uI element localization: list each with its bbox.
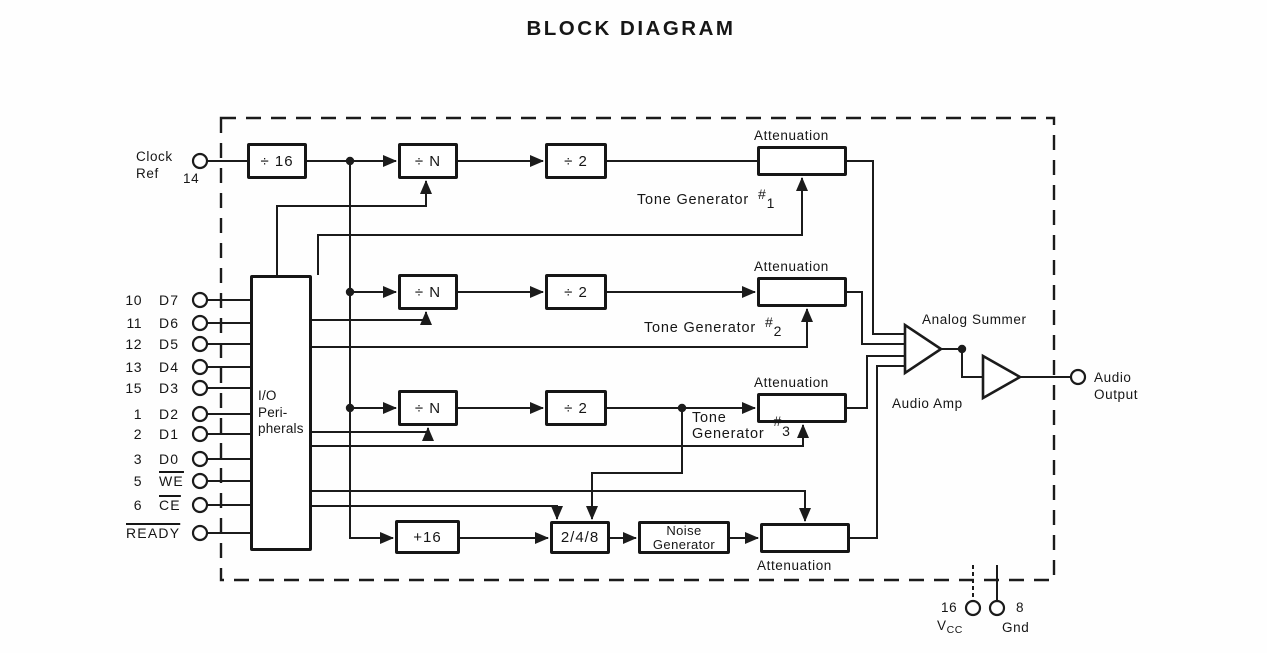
clock-ref-pin-number: 14 — [183, 171, 200, 186]
pin-label: D3 — [159, 380, 180, 396]
pin-row-ready: READY — [126, 523, 180, 543]
pin-row-d4: 13 D4 — [116, 357, 179, 377]
attenuation-label-1: Attenuation — [754, 128, 829, 143]
attenuation-block-3 — [757, 393, 847, 423]
pin-label: D5 — [159, 336, 180, 352]
divide-by-2-block-2: ÷ 2 — [545, 274, 607, 310]
divide-by-2-block-3: ÷ 2 — [545, 390, 607, 426]
clock-distribution-line — [349, 161, 394, 544]
pin-row-d3: 15 D3 — [116, 378, 179, 398]
clock-ref-label: Clock Ref — [136, 149, 173, 181]
divide-by-2-block-1: ÷ 2 — [545, 143, 607, 179]
audio-output-label: Audio Output — [1094, 370, 1139, 402]
audio-output-pin — [1069, 368, 1087, 386]
pin-label-we: WE — [159, 473, 184, 489]
pin-label-ready: READY — [126, 525, 181, 541]
clock-ref-pin — [191, 152, 209, 170]
pin-circles — [191, 152, 1087, 617]
tone-generator-3-label: Tone Generator #3 — [692, 410, 791, 442]
tone-generator-1-number: #1 — [757, 186, 776, 211]
freq-248-block: 2/4/8 — [550, 521, 610, 554]
vcc-pin — [964, 599, 982, 617]
page-title: BLOCK DIAGRAM — [526, 17, 736, 40]
pin-label: D4 — [159, 359, 180, 375]
gnd-label: Gnd — [1002, 620, 1030, 635]
pin-number: 1 — [133, 406, 142, 422]
pin-label: D2 — [159, 406, 180, 422]
tone3-to-noise-branch — [586, 408, 683, 520]
gnd-pin — [988, 599, 1006, 617]
pin-row-d1: 2 D1 — [116, 424, 179, 444]
gnd-pin-number: 8 — [1016, 600, 1025, 615]
pin-label: D6 — [159, 315, 180, 331]
pin-row-d5: 12 D5 — [116, 334, 179, 354]
pin-number: 12 — [125, 336, 142, 352]
pin-wires — [207, 160, 250, 534]
pin-number: 5 — [133, 473, 142, 489]
pin-number: 3 — [133, 451, 142, 467]
tone-generator-2-label: Tone Generator #2 — [644, 314, 783, 339]
divide-by-n-block-1: ÷ N — [398, 143, 458, 179]
chip-boundary — [219, 116, 1056, 582]
pin-number: 10 — [125, 292, 142, 308]
vcc-subscript: CC — [946, 624, 963, 636]
pin-number: 15 — [125, 380, 142, 396]
pin-number: 11 — [126, 315, 142, 331]
attenuation-label-2: Attenuation — [754, 259, 829, 274]
attenuation-label-3: Attenuation — [754, 375, 829, 390]
tone-generator-2-number: #2 — [764, 314, 783, 339]
pin-row-d6: 11 D6 — [116, 313, 179, 333]
audio-amp-label: Audio Amp — [892, 396, 963, 411]
pin-row-d0: 3 D0 — [116, 449, 179, 469]
pin-label-ce: CE — [159, 497, 181, 513]
plus-16-block: +16 — [395, 520, 460, 554]
pin-number: 6 — [133, 497, 142, 513]
junction-dots — [345, 156, 967, 413]
tone-generator-3-text: Tone Generator — [692, 410, 765, 442]
pin-number: 2 — [133, 426, 142, 442]
tone-generator-1-text: Tone Generator — [637, 192, 749, 208]
attenuation-block-noise — [760, 523, 850, 553]
attenuation-block-1 — [757, 146, 847, 176]
vcc-label: VCC — [937, 618, 963, 636]
pin-label: D7 — [159, 292, 180, 308]
divide-by-16-block: ÷ 16 — [247, 143, 307, 179]
attenuation-label-noise: Attenuation — [757, 558, 832, 573]
noise-generator-block: Noise Generator — [638, 521, 730, 554]
tone-generator-3-number: #3 — [773, 413, 791, 439]
vcc-pin-number: 16 — [941, 600, 958, 615]
pin-label: D0 — [159, 451, 180, 467]
pin-row-we: 5 WE — [116, 471, 184, 491]
io-peripherals-block: I/O Peri- pherals — [250, 275, 312, 551]
audio-amp-triangle — [981, 353, 1023, 401]
pin-row-d2: 1 D2 — [116, 404, 179, 424]
tone-generator-1-label: Tone Generator #1 — [637, 186, 776, 211]
attenuation-block-2 — [757, 277, 847, 307]
pin-row-ce: 6 CE — [116, 495, 181, 515]
analog-summer-label: Analog Summer — [922, 312, 1027, 327]
divide-by-n-block-2: ÷ N — [398, 274, 458, 310]
pin-number: 13 — [125, 359, 142, 375]
analog-summer-triangle — [903, 322, 944, 376]
pin-label: D1 — [159, 426, 180, 442]
divide-by-n-block-3: ÷ N — [398, 390, 458, 426]
tone-generator-2-text: Tone Generator — [644, 320, 756, 336]
pin-row-d7: 10 D7 — [116, 290, 179, 310]
